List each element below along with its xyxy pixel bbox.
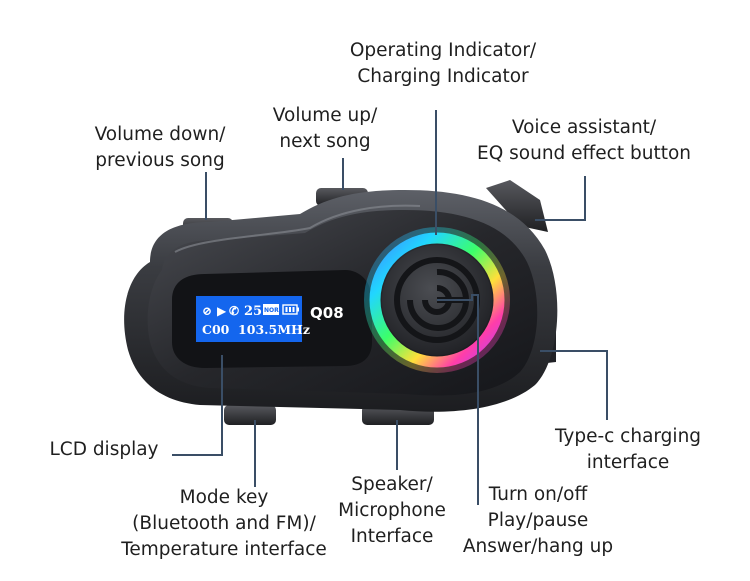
- play-icon: ▶: [217, 304, 227, 318]
- label-type-c: Type-c charging interface: [554, 426, 702, 473]
- rgb-ring: [369, 232, 505, 368]
- mode-key-button: [224, 405, 276, 425]
- model-label: Q08: [310, 304, 344, 322]
- mute-icon: ⊘: [202, 304, 212, 318]
- lcd-badge: NOR: [264, 307, 279, 314]
- label-power: Turn on/off Play/pause Answer/hang up: [462, 484, 614, 557]
- lcd-volume: 25: [244, 304, 262, 319]
- lcd-frequency: C00 103.5MHz: [202, 322, 310, 337]
- label-lcd-display: LCD display: [49, 439, 159, 460]
- voice-assistant-button: [486, 180, 548, 232]
- lcd-speaker-icon: ✆: [229, 304, 239, 318]
- leader-lines: [172, 110, 608, 505]
- label-speaker-mic: Speaker/ Microphone Interface: [338, 474, 446, 547]
- label-mode-key: Mode key (Bluetooth and FM)/ Temperature…: [121, 487, 327, 560]
- lcd-screen: [196, 296, 302, 342]
- label-operating-indicator: Operating Indicator/ Charging Indicator: [349, 40, 537, 87]
- label-voice-assistant: Voice assistant/ EQ sound effect button: [477, 117, 691, 164]
- label-volume-down: Volume down/ previous song: [94, 124, 226, 171]
- battery-icon: [282, 304, 299, 315]
- label-volume-up: Volume up/ next song: [272, 105, 378, 152]
